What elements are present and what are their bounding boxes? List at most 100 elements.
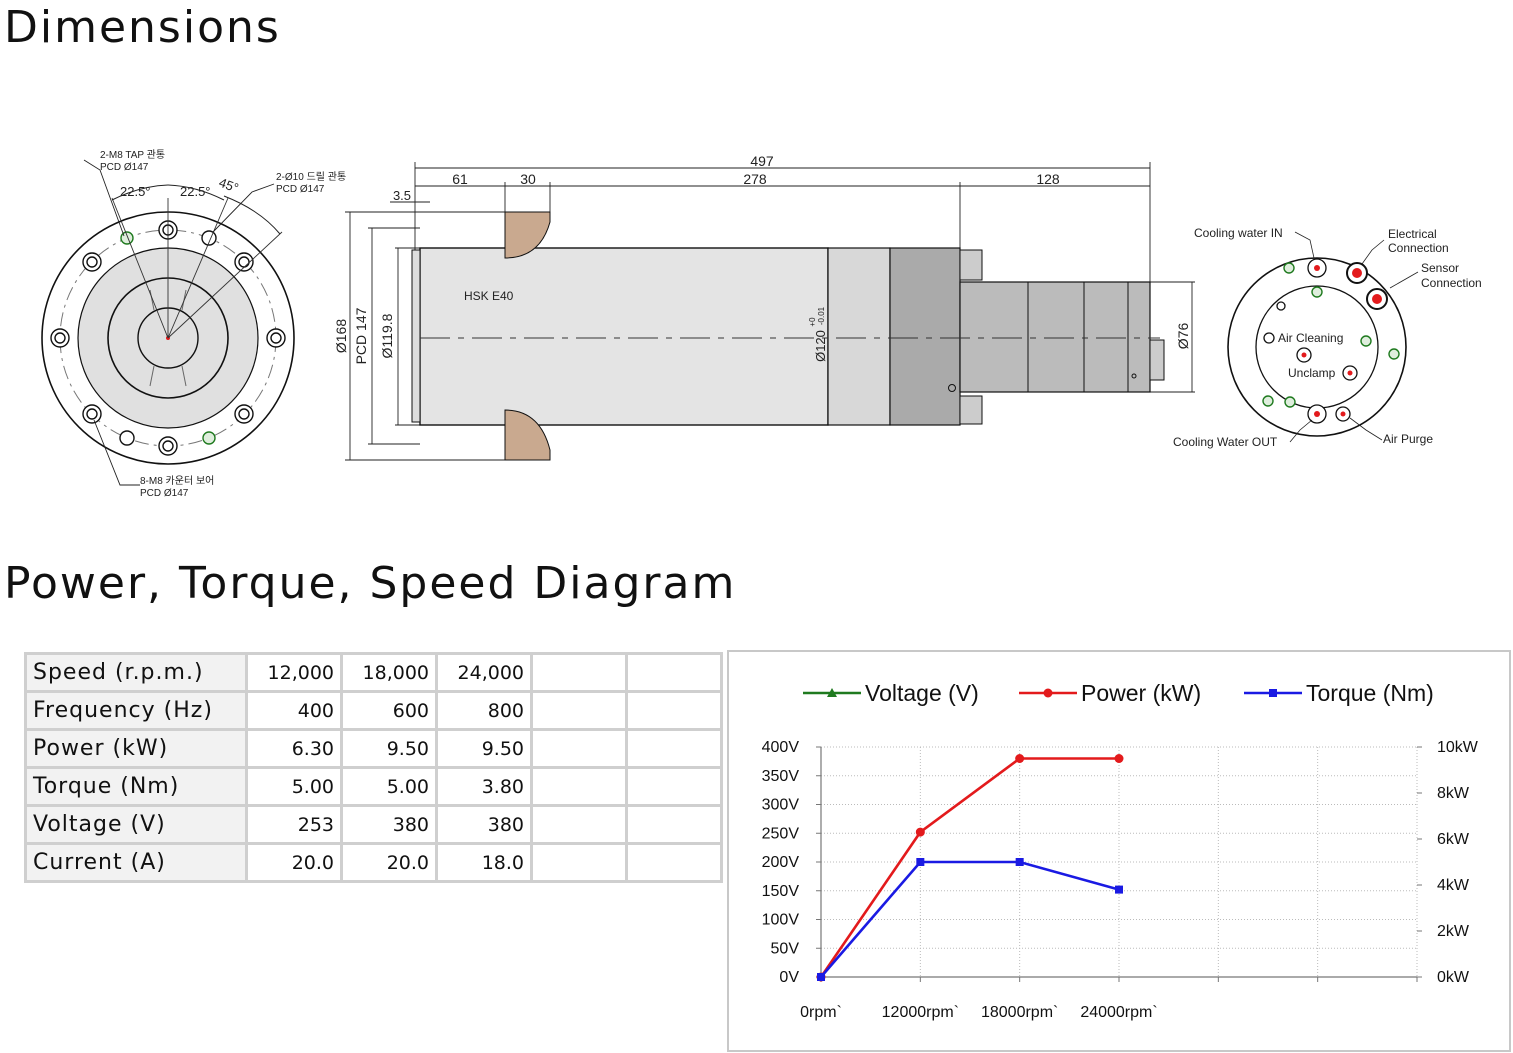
cooling-in-label: Cooling water IN bbox=[1194, 226, 1283, 240]
dim-tol-upper: +0 bbox=[808, 317, 817, 327]
y-tick-label-right: 2kW bbox=[1437, 923, 1470, 940]
table-cell bbox=[625, 690, 723, 731]
y-tick-label-right: 4kW bbox=[1437, 877, 1470, 894]
y-tick-label-left: 0V bbox=[779, 969, 799, 986]
table-cell: 18.0 bbox=[435, 842, 533, 883]
table-cell bbox=[625, 842, 723, 883]
table-cell: 380 bbox=[435, 804, 533, 845]
dim-total: 497 bbox=[750, 153, 774, 169]
data-point bbox=[1115, 885, 1123, 894]
y-tick-label-left: 350V bbox=[762, 768, 800, 785]
dim-3-5: 3.5 bbox=[393, 188, 411, 203]
side-view: 497 61 30 278 128 3.5 Ø168 PCD 147 Ø119.… bbox=[333, 153, 1195, 461]
row-label: Power (kW) bbox=[24, 728, 248, 769]
legend-marker bbox=[827, 688, 837, 697]
y-tick-label-left: 200V bbox=[762, 854, 800, 871]
y-tick-label-left: 50V bbox=[771, 940, 800, 957]
row-label: Speed (r.p.m.) bbox=[24, 652, 248, 693]
y-tick-label-right: 6kW bbox=[1437, 831, 1470, 848]
table-cell: 400 bbox=[245, 690, 343, 731]
sensor-label-1: Sensor bbox=[1421, 261, 1459, 275]
data-point bbox=[916, 858, 925, 866]
y-tick-label-right: 10kW bbox=[1437, 739, 1479, 756]
tap-label: 2-M8 TAP 관통 bbox=[100, 149, 165, 161]
diagram-title: Power, Torque, Speed Diagram bbox=[4, 558, 737, 609]
table-cell: 5.00 bbox=[245, 766, 343, 807]
x-tick-label: 24000rpm` bbox=[1080, 1004, 1157, 1021]
table-cell: 6.30 bbox=[245, 728, 343, 769]
table-cell: 18,000 bbox=[340, 652, 438, 693]
rear-view: Cooling water IN Electrical Connection S… bbox=[1173, 226, 1482, 449]
y-tick-label-left: 250V bbox=[762, 825, 800, 842]
data-point bbox=[817, 973, 825, 981]
power-torque-speed-chart: 0V50V100V150V200V250V300V350V400V0kW2kW4… bbox=[762, 680, 1479, 1021]
angle-b-label: 22.5° bbox=[180, 184, 211, 199]
y-tick-label-left: 400V bbox=[762, 739, 800, 756]
table-cell bbox=[625, 766, 723, 807]
dimension-drawing: 2-M8 TAP 관통 PCD Ø147 2-Ø10 드릴 관통 PCD Ø14… bbox=[41, 149, 1482, 499]
x-tick-label: 12000rpm` bbox=[882, 1004, 959, 1021]
dim-30: 30 bbox=[520, 171, 536, 187]
table-cell bbox=[625, 652, 723, 693]
y-tick-label-right: 0kW bbox=[1437, 969, 1470, 986]
row-label: Voltage (V) bbox=[24, 804, 248, 845]
table-cell: 9.50 bbox=[340, 728, 438, 769]
dim-dia168: Ø168 bbox=[333, 319, 349, 353]
air-cleaning-label: Air Cleaning bbox=[1278, 331, 1343, 345]
counter-pcd-label: PCD Ø147 bbox=[140, 488, 189, 499]
table-cell bbox=[530, 690, 628, 731]
series-line-2 bbox=[820, 860, 1120, 978]
row-label: Current (A) bbox=[24, 842, 248, 883]
data-point bbox=[915, 827, 925, 837]
table-cell: 600 bbox=[340, 690, 438, 731]
unclamp-label: Unclamp bbox=[1288, 366, 1336, 380]
legend-marker bbox=[1043, 688, 1053, 698]
dim-dia76: Ø76 bbox=[1175, 323, 1191, 350]
cooling-out-label: Cooling Water OUT bbox=[1173, 435, 1278, 449]
dim-pcd147: PCD 147 bbox=[353, 307, 369, 364]
tap-pcd-label: PCD Ø147 bbox=[100, 162, 149, 173]
dim-dia119-8: Ø119.8 bbox=[379, 313, 395, 358]
angle-c-label: 45° bbox=[217, 175, 241, 196]
table-cell: 20.0 bbox=[340, 842, 438, 883]
drill-pcd-label: PCD Ø147 bbox=[276, 184, 325, 195]
table-cell: 24,000 bbox=[435, 652, 533, 693]
table-cell: 5.00 bbox=[340, 766, 438, 807]
table-cell: 800 bbox=[435, 690, 533, 731]
legend-label: Voltage (V) bbox=[865, 680, 979, 706]
table-cell: 380 bbox=[340, 804, 438, 845]
air-purge-label: Air Purge bbox=[1383, 432, 1433, 446]
data-point bbox=[1114, 754, 1124, 763]
dimensions-title: Dimensions bbox=[4, 2, 281, 53]
y-tick-label-right: 8kW bbox=[1437, 785, 1470, 802]
table-cell bbox=[530, 842, 628, 883]
dim-dia120: Ø120 bbox=[813, 330, 828, 362]
table-cell bbox=[530, 766, 628, 807]
sensor-label-2: Connection bbox=[1421, 276, 1482, 290]
legend-marker bbox=[1269, 689, 1277, 697]
x-tick-label: 18000rpm` bbox=[981, 1004, 1058, 1021]
table-cell: 3.80 bbox=[435, 766, 533, 807]
data-point bbox=[1015, 858, 1024, 866]
data-point bbox=[1015, 754, 1025, 763]
front-view: 2-M8 TAP 관통 PCD Ø147 2-Ø10 드릴 관통 PCD Ø14… bbox=[41, 149, 346, 499]
y-tick-label-left: 300V bbox=[762, 797, 800, 814]
electrical-label-2: Connection bbox=[1388, 241, 1449, 255]
table-cell bbox=[530, 652, 628, 693]
dim-61: 61 bbox=[452, 171, 468, 187]
counter-label: 8-M8 카운터 보어 bbox=[140, 475, 214, 487]
row-label: Frequency (Hz) bbox=[24, 690, 248, 731]
row-label: Torque (Nm) bbox=[24, 766, 248, 807]
x-tick-label: 0rpm` bbox=[800, 1004, 842, 1021]
drill-label: 2-Ø10 드릴 관통 bbox=[276, 170, 346, 183]
series-line-1 bbox=[819, 757, 1119, 978]
hsk-label: HSK E40 bbox=[464, 289, 514, 303]
